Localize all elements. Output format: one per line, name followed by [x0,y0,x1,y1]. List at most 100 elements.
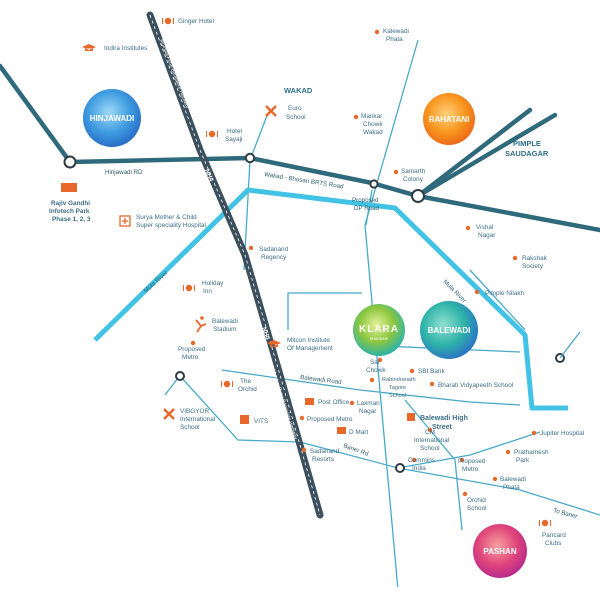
label-sbi: SBI Bank [418,368,445,375]
label-mankar-1: Mankar [361,113,383,120]
label-viboyor-1: VIBGYOR [180,408,210,415]
dot-jupiter [531,430,537,436]
dot-orchid-school [462,491,468,497]
label-rajiv-3: Phase 1, 2, 3 [52,216,91,223]
label-dp-road-1: Proposed [352,197,379,204]
junction-wakad [244,152,256,164]
junction-hinjawadi [63,155,77,169]
label-stadium-2: Stadium [213,326,236,333]
dot-sbi [409,368,415,374]
label-dmart: D Mart [349,429,368,436]
dot-mankar [353,114,359,120]
building-icon [61,183,77,192]
label-sadanand-regency-1: Sadanand [259,246,289,253]
label-surya-1: Surya Mother & Child [136,214,197,221]
label-proposed-metro-c2: Metro [462,466,479,473]
hotel-icon [162,17,174,25]
dot-pimple-nilakh [474,289,480,295]
label-rajiv-2: Infotech Park [49,208,90,215]
dot-balewadi-phata [492,476,498,482]
road-rahatani [415,107,533,199]
label-to-baner: To Baner [552,507,578,520]
place-labels: Ginger Hotel Indira Institutes Kalewadi … [49,18,584,547]
label-sadanand-resorts-1: Sadanand [310,448,340,455]
label-stadium-1: Balewadi [212,318,238,325]
dot-proposed-metro-c [459,457,465,463]
label-proposed-metro-b: Proposed Metro [307,416,353,423]
label-laxman-1: Laxman [357,400,380,407]
label-mitcon-2: Of Management [287,345,333,352]
label-prathamesh-2: Park [516,457,530,464]
label-nh4-2: NH4 [260,326,271,341]
label-mula-river-2: Mula River [442,278,468,304]
label-cm-3: School [420,445,440,452]
road-mitcon [287,292,362,330]
major-roads [0,63,600,233]
dot-rakshak [512,255,518,261]
dot-kalewadi [374,29,380,35]
junction-baner [395,463,405,473]
dot-rabindranath [369,377,375,383]
label-sai-chowk-1: Sai [370,359,379,366]
dot-sadanand-resorts [301,447,307,453]
label-nh4-1: NH4 [203,168,214,183]
label-cummins-2: India [412,465,426,472]
label-rabindranath-2: Tagore [389,385,406,391]
label-rajiv-1: Rajiv Gandhi [51,200,90,207]
hospital-icon [119,215,131,227]
post-office-icon [305,398,314,405]
label-orchid-b1: Orchid [467,497,486,504]
dot-samarth [393,169,399,175]
building-icon [407,413,415,421]
label-kalewadi-2: Phata [386,36,403,43]
pashan-bubble [473,524,527,578]
label-baner-rd: Baner Rd [342,442,369,458]
road-kalewadi [364,39,419,591]
poi-dots [190,29,537,497]
label-highway-1: Mumbai-Pune-Bangalore Highway [158,39,190,110]
dot-prathamesh [505,449,511,455]
junctions [63,152,565,473]
label-orchid-a2: Orchid [238,386,257,393]
label-balewadi-phata-2: Phata [503,484,520,491]
road-high-street [404,399,463,531]
junction-baner-west [175,371,185,381]
label-high-street-2: Street [432,424,453,431]
label-mula-river-1: Mula River [143,269,170,294]
label-rabindranath-3: School [389,393,406,399]
label-dp-road-2: DP Road [354,205,380,212]
project-logo: KLARA [359,324,399,335]
road-balewadi-rd [221,369,521,406]
label-rakshak-1: Rakshak [522,255,548,262]
road-baner [179,375,600,516]
school-icon [265,105,277,117]
road-baner-upper [397,431,541,469]
dmart-icon [337,427,346,434]
label-holiday-2: Inn [203,288,212,295]
road-pimple-saudagar [415,112,558,199]
balewadi-bubble-label: BALEWADI [428,326,471,335]
area-pimple-saudagar-2: SAUDAGAR [505,149,549,158]
dot-bharati [429,381,435,387]
dot-vishal [465,225,471,231]
label-post-office: Post Office [318,399,350,406]
area-wakad: WAKAD [284,86,313,95]
label-jupiter: Jupiter Hospital [540,430,584,437]
school-icon [163,408,175,420]
junction-bhumkar [411,189,425,203]
label-mankar-3: Wakad [363,129,383,136]
label-holiday-1: Holiday [202,280,224,287]
project-logo-sub: BHANDARI [370,337,389,341]
dot-cm [427,427,433,433]
pashan-bubble-label: PASHAN [483,547,516,556]
label-cummins-1: Cummins [408,457,435,464]
label-vishal-2: Nagar [478,232,496,239]
road-dp [365,189,373,226]
area-pimple-saudagar-1: PIMPLE [513,139,541,148]
dot-proposed-metro-b [299,415,305,421]
hinjawadi-road [0,63,600,233]
graduation-cap-icon [267,340,281,347]
label-cm-2: International [414,437,449,444]
label-sadanand-resorts-2: Resorts [312,456,334,463]
